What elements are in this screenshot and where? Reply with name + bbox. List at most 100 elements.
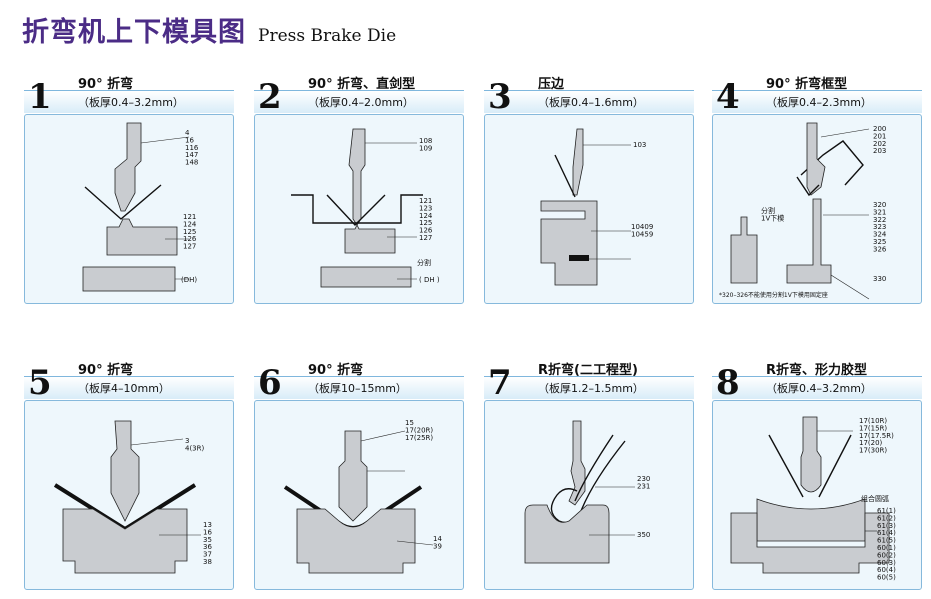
panel-title: 90° 折弯 (78, 77, 134, 92)
sheet-metal (768, 434, 804, 498)
panel-subtitle: （板厚4–10mm） (78, 382, 170, 395)
lower-die (344, 224, 396, 254)
base-label: ( DH ) (419, 276, 440, 284)
lower-die (786, 198, 832, 284)
panel-6-header: 6 90° 折弯 （板厚10–15mm） (254, 362, 464, 406)
upper-labels: 17(10R)17(15R)17(17.5R)17(20)17(30R) (859, 417, 894, 455)
sheet-metal (554, 154, 576, 198)
note-label: *320–326不能使用分割1V下模用固定座 (719, 291, 828, 299)
stripper-bar (569, 255, 589, 261)
panel-number: 2 (258, 77, 282, 117)
lower-die (62, 508, 188, 574)
panel-subtitle: （板厚0.4–2.0mm） (308, 96, 414, 109)
lower-die (730, 512, 890, 574)
panel-subtitle: （板厚0.4–2.3mm） (766, 96, 872, 109)
panel-title: 90° 折弯 (78, 363, 134, 378)
panel-title: 压边 (538, 77, 565, 92)
lower-die (540, 200, 598, 286)
panel-number: 3 (488, 77, 512, 117)
panel-number: 6 (258, 363, 282, 403)
sheet-metal (84, 184, 162, 220)
panel-number: 5 (28, 363, 52, 403)
base-label: (DH) (181, 276, 197, 284)
panel-title: 90° 折弯、直剑型 (308, 77, 416, 92)
panel-8: 17(10R)17(15R)17(17.5R)17(20)17(30R) 组合圆… (712, 362, 922, 590)
lower-die (106, 218, 178, 256)
page-title: 折弯机上下模具图 Press Brake Die (22, 10, 396, 50)
die-holder (82, 266, 176, 292)
panel-8-drawing: 17(10R)17(15R)17(17.5R)17(20)17(30R) 组合圆… (730, 416, 896, 582)
panel-title: R折弯(二工程型) (538, 363, 638, 378)
upper-punch (338, 430, 368, 522)
lower-labels: 61(1)61(2)61(3)61(4)61(5)60(1)60(2)60(3)… (877, 507, 896, 582)
base-label: 330 (873, 275, 886, 283)
panel-subtitle: （板厚1.2–1.5mm） (538, 382, 644, 395)
panel-number: 7 (488, 363, 512, 403)
upper-punch (806, 122, 826, 196)
sheet-metal-flange (326, 194, 386, 227)
lower-die (296, 508, 416, 574)
lower-die (524, 504, 610, 564)
lower-labels: 350 (637, 531, 650, 539)
panel-1-header: 1 90° 折弯 （板厚0.4–3.2mm） (24, 76, 234, 120)
box-flange (796, 176, 820, 197)
upper-punch (800, 416, 822, 493)
panel-2-header: 2 90° 折弯、直剑型 （板厚0.4–2.0mm） (254, 76, 464, 120)
panel-subtitle: （板厚0.4–3.2mm） (78, 96, 184, 109)
upper-punch (114, 122, 142, 212)
combined-arc-label: 组合圆弧 (861, 494, 889, 503)
title-english: Press Brake Die (258, 26, 397, 46)
upper-punch (568, 420, 586, 506)
panel-title: 90° 折弯 (308, 363, 364, 378)
panel-number: 8 (716, 363, 740, 403)
panel-title: R折弯、形力胶型 (766, 363, 868, 378)
urethane-pad (756, 498, 866, 542)
panel-5-header: 5 90° 折弯 （板厚4–10mm） (24, 362, 234, 406)
panel-subtitle: （板厚0.4–3.2mm） (766, 382, 872, 395)
panel-number: 1 (28, 77, 52, 117)
upper-punch (110, 420, 140, 522)
panel-8-diagram: 17(10R)17(15R)17(17.5R)17(20)17(30R) 组合圆… (712, 400, 922, 590)
panel-title: 90° 折弯框型 (766, 77, 848, 92)
upper-punch (348, 128, 366, 226)
split-label: 分割 (417, 258, 431, 267)
title-chinese: 折弯机上下模具图 (22, 17, 246, 48)
upper-punch (572, 128, 584, 196)
panel-4-header: 4 90° 折弯框型 （板厚0.4–2.3mm） (712, 76, 922, 120)
die-holder (320, 266, 412, 288)
split-die (730, 216, 758, 284)
panel-3-header: 3 压边 （板厚0.4–1.6mm） (484, 76, 694, 120)
